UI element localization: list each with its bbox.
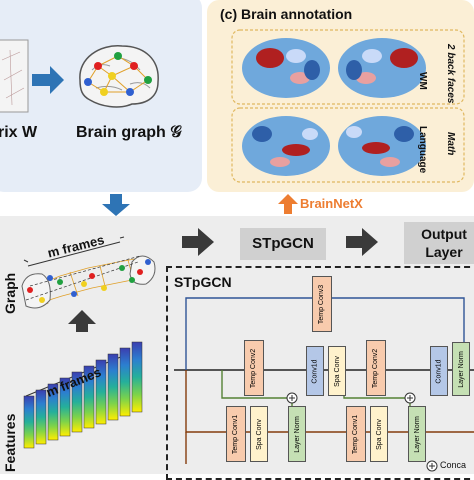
brain-annotation-row1-frame bbox=[231, 29, 465, 105]
output-label: Output bbox=[421, 226, 467, 242]
blue-arrow-right-icon bbox=[32, 66, 64, 94]
stpgcn-detail-title: STpGCN bbox=[174, 274, 232, 290]
output-layer-button[interactable]: Output Layer bbox=[404, 222, 474, 264]
orange-arrow-up-icon bbox=[278, 194, 298, 214]
concat-legend-label: Conca bbox=[440, 460, 467, 470]
language-label: Language bbox=[417, 126, 428, 174]
brain-surface-wm-left bbox=[242, 38, 330, 98]
blue-arrow-down-icon bbox=[102, 194, 130, 216]
graph-frames-stack bbox=[21, 236, 156, 309]
spa-conv-block-b: Spa Conv bbox=[250, 406, 268, 462]
matrix-label: rix W bbox=[0, 124, 38, 141]
brain-annotation-row2-frame bbox=[231, 107, 465, 183]
brain-surface-lang-right bbox=[338, 116, 426, 176]
layer-norm-block-c: Layer Norm bbox=[408, 406, 426, 462]
layer-norm-block-a: Layer Norm bbox=[452, 342, 470, 396]
temp-conv1-block-b: Temp Conv1 bbox=[346, 406, 366, 462]
temp-conv1-block-a: Temp Conv1 bbox=[226, 406, 246, 462]
brain-graph-icon bbox=[79, 45, 159, 108]
spa-conv-block-c: Spa Conv bbox=[370, 406, 388, 462]
math-label: Math bbox=[445, 132, 456, 156]
stpgcn-button[interactable]: STpGCN bbox=[240, 228, 326, 260]
feature-bars bbox=[23, 341, 143, 449]
spa-conv-block-a: Spa Conv bbox=[328, 346, 346, 396]
dark-arrow-up-icon bbox=[68, 310, 96, 332]
temp-conv2-block-b: Temp Conv2 bbox=[366, 340, 386, 396]
conv1d-block-b: Conv1d bbox=[430, 346, 448, 396]
temp-conv3-block: Temp Conv3 bbox=[312, 276, 332, 332]
brain-surface-lang-left bbox=[242, 116, 330, 176]
layer-norm-block-b: Layer Norm bbox=[288, 406, 306, 462]
brain-graph-label: Brain graph 𝒢 bbox=[76, 124, 182, 141]
wm-label: WM bbox=[417, 72, 428, 90]
brainnetx-label: BrainNetX bbox=[300, 196, 363, 211]
temp-conv2-block-a: Temp Conv2 bbox=[244, 340, 264, 396]
graph-side-label: Graph bbox=[2, 272, 18, 314]
brain-annotation-title: (c) Brain annotation bbox=[220, 6, 353, 22]
conv1d-block-a: Conv1d bbox=[306, 346, 324, 396]
pipeline-arrow-1-icon bbox=[182, 228, 214, 256]
add-node-icons bbox=[286, 392, 438, 472]
pipeline-arrow-2-icon bbox=[346, 228, 378, 256]
brain-surface-wm-right bbox=[338, 38, 426, 98]
two-back-faces-label: 2 back faces bbox=[445, 44, 456, 104]
features-side-label: Features bbox=[2, 413, 18, 472]
layer-label: Layer bbox=[425, 244, 463, 260]
connectivity-matrix-image bbox=[0, 39, 29, 113]
